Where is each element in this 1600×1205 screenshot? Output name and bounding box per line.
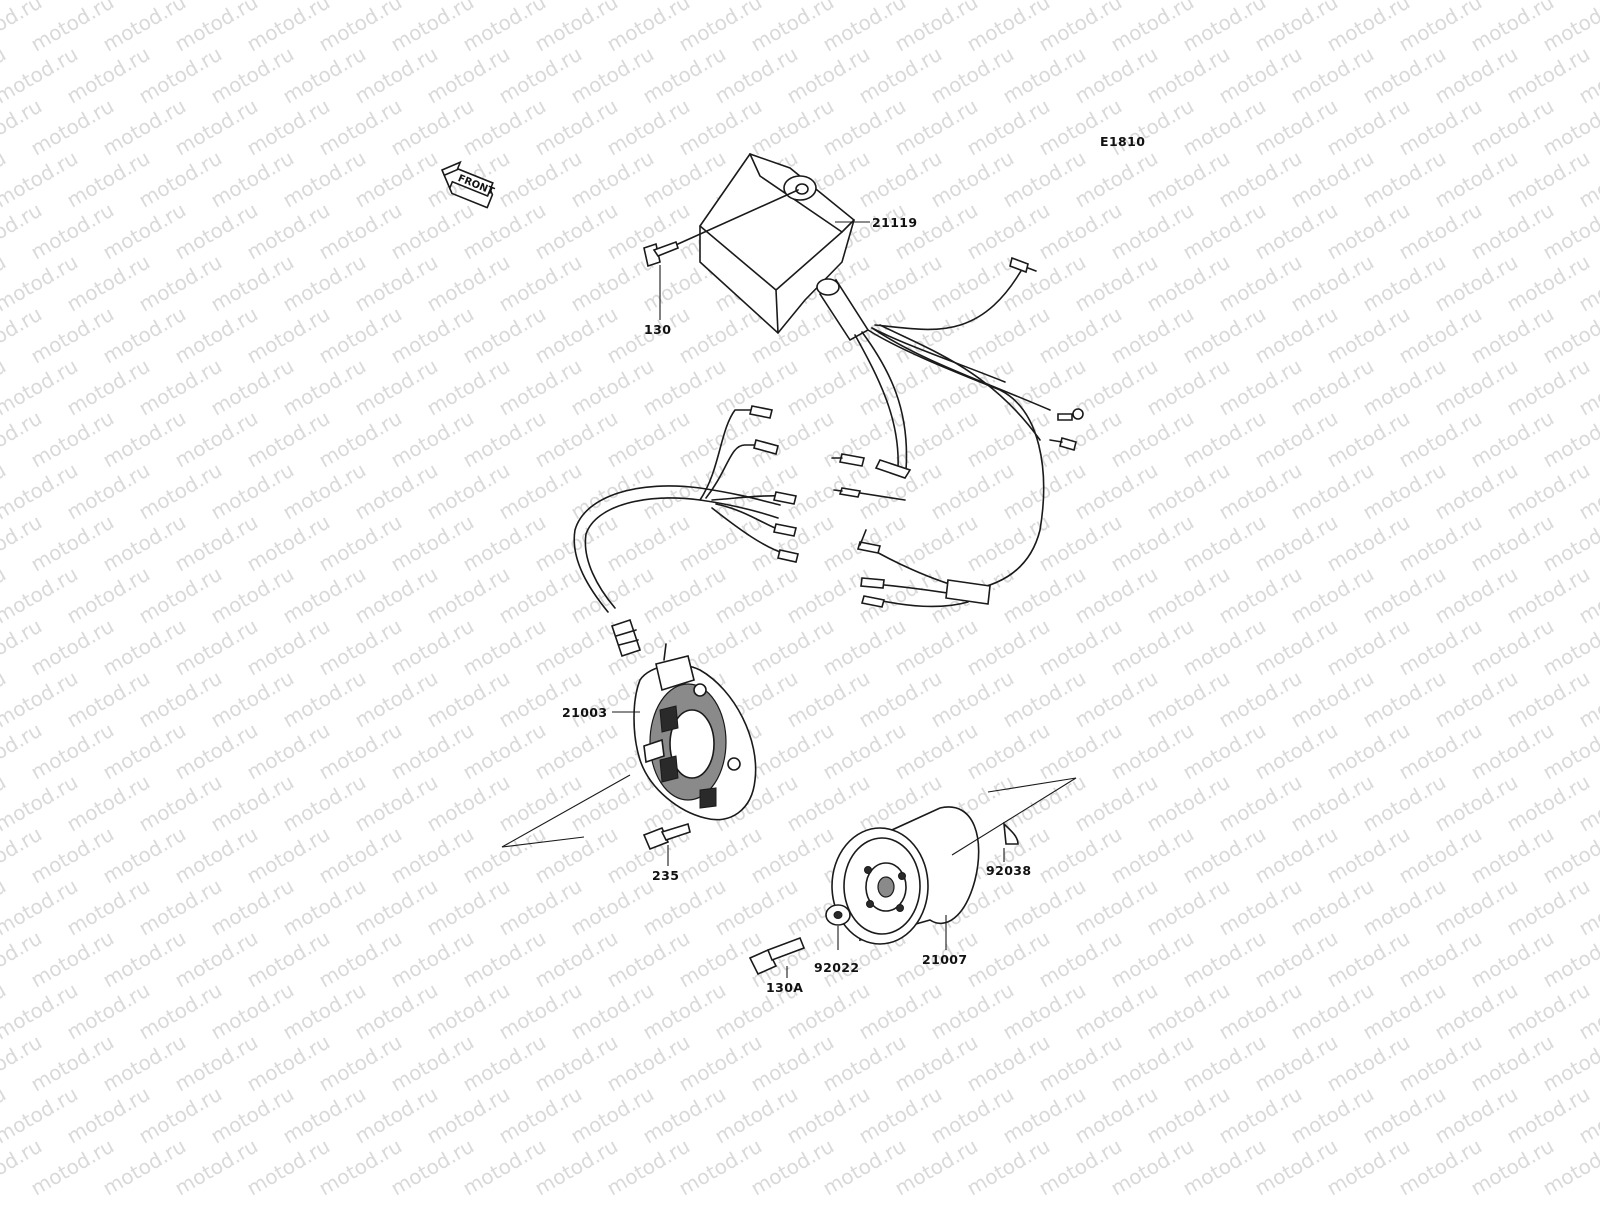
label-21119: 21119 bbox=[872, 215, 918, 230]
label-92022: 92022 bbox=[814, 960, 860, 975]
label-21003: 21003 bbox=[562, 705, 608, 720]
diagram-code: E1810 bbox=[1100, 134, 1145, 149]
label-130: 130 bbox=[644, 322, 671, 337]
label-21007: 21007 bbox=[922, 952, 968, 967]
washer bbox=[826, 905, 850, 925]
label-92038: 92038 bbox=[986, 863, 1032, 878]
label-235: 235 bbox=[652, 868, 679, 883]
label-130a: 130A bbox=[766, 980, 803, 995]
